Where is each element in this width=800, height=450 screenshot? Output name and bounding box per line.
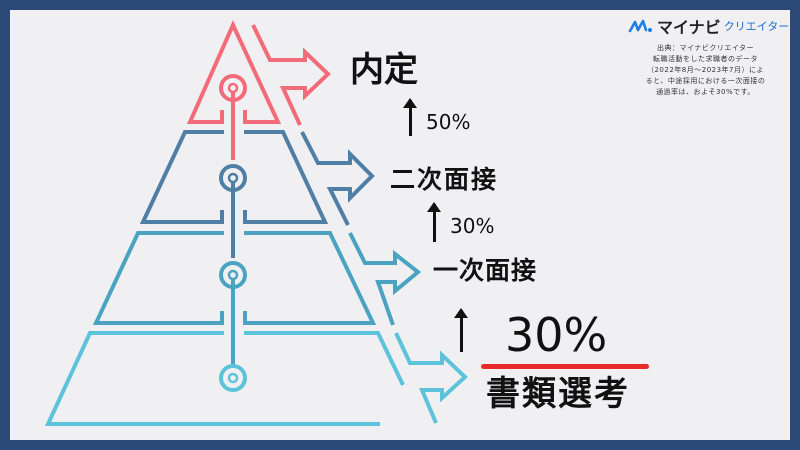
stage-label-second-interview: 二次面接 xyxy=(390,165,499,194)
highlight-underline xyxy=(481,364,649,369)
up-arrow-icon xyxy=(454,308,468,352)
pyramid-tier-naitei xyxy=(186,20,331,160)
logo-sub: クリエイター xyxy=(723,20,790,33)
source-line: 転職活動をした求職者のデータ xyxy=(653,55,758,63)
rate-to-naitei: 50% xyxy=(426,110,471,134)
source-note: 出典：マイナビクリエイター 転職活動をした求職者のデータ （2022年8月〜20… xyxy=(618,43,793,98)
stage-label-naitei: 内定 xyxy=(350,50,418,90)
source-line: 通過率は、およそ30%です。 xyxy=(656,88,755,96)
up-arrow-icon xyxy=(403,98,417,136)
up-arrow-icon xyxy=(427,202,441,242)
stage-label-document-screening: 書類選考 xyxy=(486,374,630,414)
pyramid-tier-second-interview xyxy=(139,130,375,258)
slide-background xyxy=(10,10,790,440)
pyramid-tier-document-screening xyxy=(44,331,468,426)
rate-to-first-interview: 30% xyxy=(505,308,608,362)
mynavi-creator-logo: マイナビ クリエイター xyxy=(628,14,789,38)
source-line: 出典：マイナビクリエイター xyxy=(656,44,755,52)
stage-label-first-interview: 一次面接 xyxy=(433,256,538,285)
pyramid-tier-first-interview xyxy=(92,231,422,365)
source-line: ると、中途採用における一次面接の xyxy=(645,77,766,85)
rate-to-second-interview: 30% xyxy=(450,214,495,238)
logo-brand: マイナビ xyxy=(657,18,721,37)
mynavi-wave-icon xyxy=(628,19,652,33)
source-line: （2022年8月〜2023年7月）によ xyxy=(646,66,765,74)
